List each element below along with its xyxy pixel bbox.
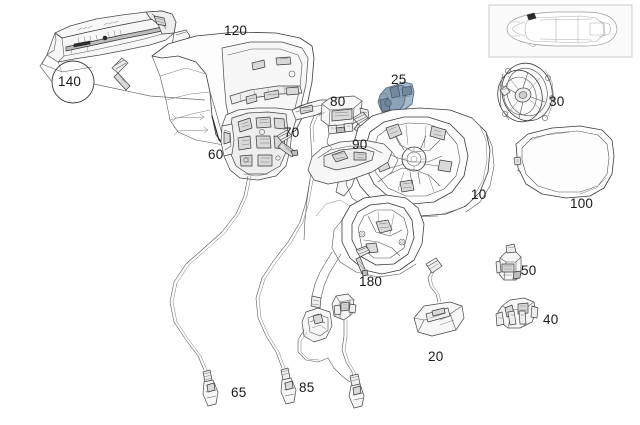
part-10-mirror-frame-assembly[interactable] <box>335 107 495 218</box>
part-label-60: 60 <box>208 147 224 162</box>
part-25-fold-actuator-motor[interactable] <box>377 81 415 115</box>
part-10-mirror-foot-housing[interactable] <box>315 194 425 278</box>
part-65-wiring-harness[interactable] <box>169 175 252 407</box>
part-85-wiring-harness[interactable] <box>255 179 314 405</box>
vehicle-locator-thumbnail <box>488 4 633 58</box>
part-40-connector[interactable] <box>495 297 539 329</box>
part-180-screw[interactable] <box>355 245 371 277</box>
part-label-100: 100 <box>570 196 594 211</box>
part-label-120: 120 <box>224 23 248 38</box>
part-10-mirror-base-plate[interactable] <box>307 139 399 185</box>
part-140-screw[interactable] <box>111 57 131 91</box>
part-label-180: 180 <box>359 274 383 289</box>
part-label-20: 20 <box>428 349 444 364</box>
part-label-140: 140 <box>58 74 82 89</box>
part-label-80: 80 <box>330 94 346 109</box>
part-label-10: 10 <box>471 187 487 202</box>
part-100-mirror-glass[interactable] <box>513 125 615 199</box>
part-30-adjustment-drive[interactable] <box>492 58 558 127</box>
part-label-50: 50 <box>521 263 537 278</box>
part-label-30: 30 <box>549 94 565 109</box>
part-50-connector[interactable] <box>495 243 522 281</box>
part-label-85: 85 <box>299 380 315 395</box>
part-140-turn-signal-strip[interactable] <box>41 10 191 73</box>
main-wiring-loom[interactable] <box>297 251 365 409</box>
part-label-90: 90 <box>352 137 368 152</box>
part-label-65: 65 <box>231 385 247 400</box>
part-label-25: 25 <box>391 72 407 87</box>
part-label-40: 40 <box>543 312 559 327</box>
part-140-callout <box>39 54 206 104</box>
part-label-70: 70 <box>284 125 300 140</box>
part-70-bolt[interactable] <box>276 129 299 158</box>
part-20-puddle-lamp[interactable] <box>413 257 465 337</box>
